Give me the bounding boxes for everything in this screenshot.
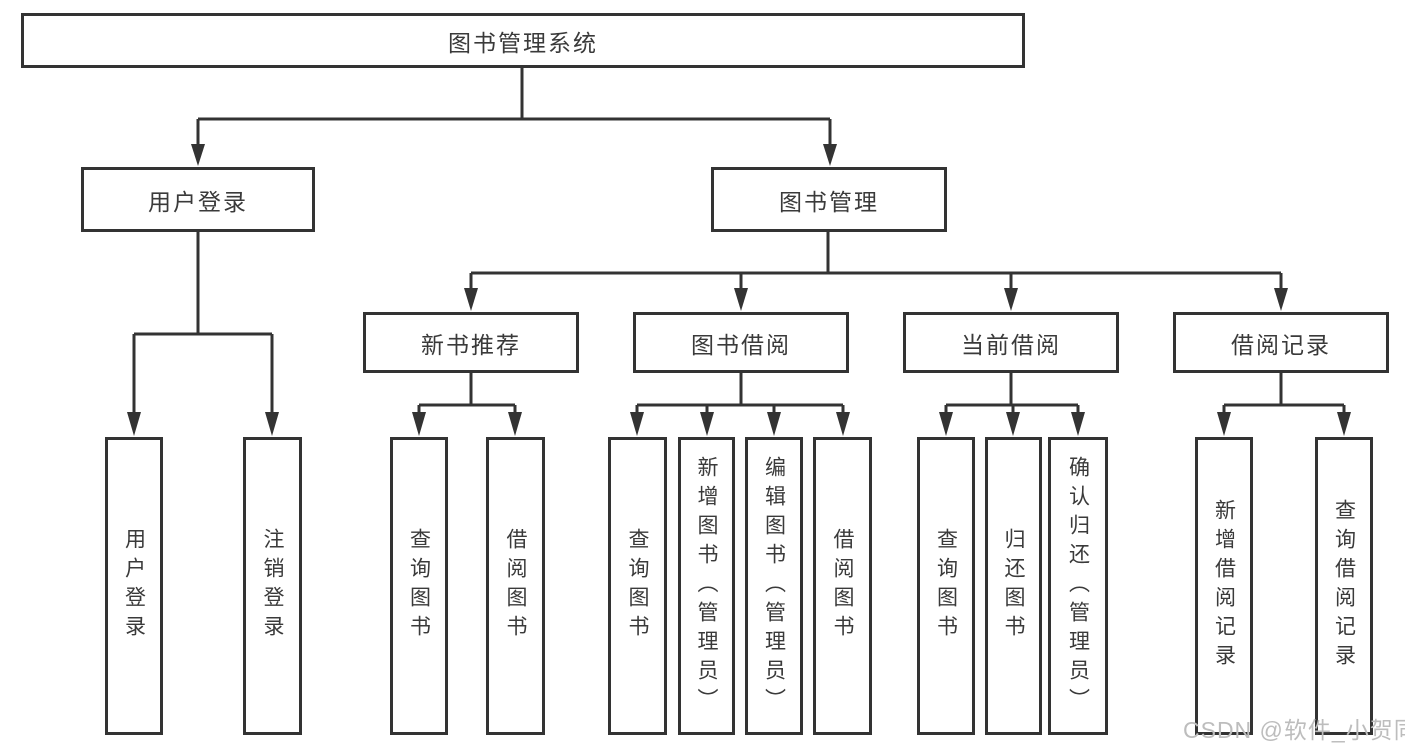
arrowhead-leaf-nb-borrow [508,412,522,436]
leaf-user-login: 用户登录 [105,437,163,735]
connector-bookborrow-to-leaves [635,371,845,414]
node-label: 用户登录 [122,528,146,644]
leaf-current-confirm-return-admin: 确认归还（管理员） [1048,437,1108,735]
arrowhead-leaf-cb-confirm [1071,412,1085,436]
arrowhead-leaf-bb-edit [767,412,781,436]
node-new-book-recommend: 新书推荐 [363,312,579,373]
arrowhead-leaf-cb-return [1006,412,1020,436]
node-label: 编辑图书（管理员） [762,455,786,717]
arrowhead-leaf-bb-add [700,412,714,436]
arrowhead-user-login [191,144,205,166]
node-user-login: 用户登录 [81,167,315,232]
leaf-newbooks-query-books: 查询图书 [390,437,448,735]
arrowhead-leaf-br-query [1337,412,1351,436]
node-label: 归还图书 [1002,528,1025,644]
node-label: 查询图书 [934,528,958,644]
leaf-current-return-books: 归还图书 [985,437,1042,735]
connector-bookmgmt-to-level3 [469,230,1283,290]
node-label: 查询图书 [407,528,431,644]
arrowhead-leaf-bb-query [630,412,644,436]
node-label: 图书管理系统 [448,29,598,56]
arrowhead-leaf-nb-query [412,412,426,436]
leaf-logout: 注销登录 [243,437,302,735]
arrowhead-leaf-bb-borrow [836,412,850,436]
node-label: 借阅图书 [504,528,527,644]
node-label: 用户登录 [148,188,248,215]
connector-userlogin-to-leaves [132,230,274,414]
leaf-borrow-borrow-books: 借阅图书 [813,437,872,735]
connector-borrowrecords-to-leaves [1222,371,1346,414]
arrowhead-leaf-br-add [1217,412,1231,436]
node-borrow-records: 借阅记录 [1173,312,1389,373]
arrowhead-borrow-records [1274,288,1288,311]
node-label: 新增图书（管理员） [695,455,718,717]
leaf-records-query-borrow-record: 查询借阅记录 [1315,437,1373,735]
csdn-watermark: CSDN @软件_小贺同学 [1183,717,1405,743]
node-label: 借阅记录 [1231,331,1331,358]
connector-currentborrow-to-leaves [944,371,1080,414]
leaf-borrow-query-books: 查询图书 [608,437,667,735]
arrowhead-new-books [464,288,478,311]
node-label: 确认归还（管理员） [1066,455,1090,717]
leaf-borrow-edit-books-admin: 编辑图书（管理员） [745,437,803,735]
leaf-current-query-books: 查询图书 [917,437,975,735]
node-label: 查询借阅记录 [1332,499,1356,673]
leaf-newbooks-borrow-books: 借阅图书 [486,437,545,735]
arrowhead-book-borrow [734,288,748,311]
node-label: 新增借阅记录 [1212,499,1236,673]
connector-root-to-level2 [196,66,832,146]
node-library-management-system: 图书管理系统 [21,13,1025,68]
leaf-borrow-add-books-admin: 新增图书（管理员） [678,437,735,735]
arrowhead-current-borrow [1004,288,1018,311]
leaf-records-add-borrow-record: 新增借阅记录 [1195,437,1253,735]
node-label: 当前借阅 [961,331,1061,358]
arrowhead-book-mgmt [823,144,837,166]
node-current-borrow: 当前借阅 [903,312,1119,373]
node-book-management: 图书管理 [711,167,947,232]
arrowhead-leaf-logout [265,412,279,436]
node-label: 借阅图书 [831,528,854,644]
node-label: 图书借阅 [691,331,791,358]
node-book-borrow: 图书借阅 [633,312,849,373]
connector-newbooks-to-leaves [417,371,517,414]
node-label: 新书推荐 [421,331,521,358]
node-label: 注销登录 [261,528,284,644]
node-label: 查询图书 [626,528,649,644]
node-label: 图书管理 [779,188,879,215]
arrowhead-leaf-user-login [127,412,141,436]
arrowhead-leaf-cb-query [939,412,953,436]
